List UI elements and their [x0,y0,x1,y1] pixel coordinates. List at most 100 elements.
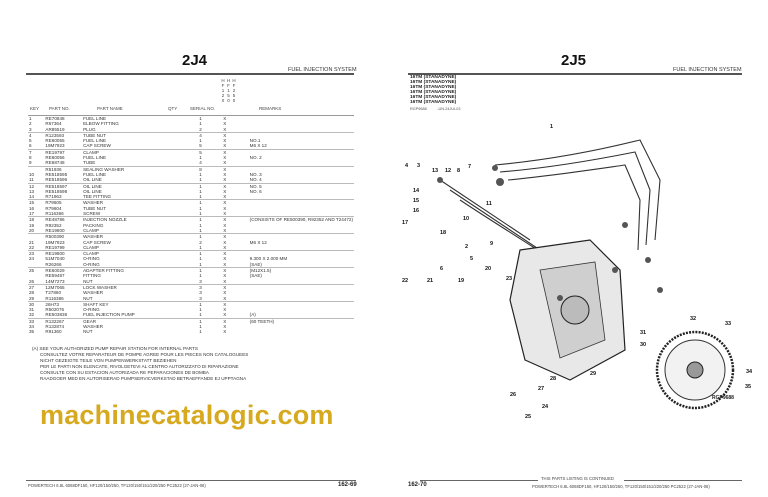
cell-key: 28 [29,290,35,296]
cell-key: 30 [28,300,45,308]
right-footer-text: POWERTECH 6.8L 6068DF150, HF120/150/250,… [532,484,710,489]
callout-25: 25 [525,414,531,420]
cell-remarks: NO. 4 [249,177,262,183]
cell-part-name: TEE FITTING [83,194,112,200]
cell-serial-x: X [223,261,227,267]
callout-2: 2 [465,244,468,250]
callout-1: 1 [550,124,553,130]
cell-key: 16 [29,205,35,211]
cell-serial-x: X [223,155,227,161]
cell-key: 35 [29,329,35,335]
injection-pump-body [509,239,626,381]
table-header-rule [28,115,354,116]
cell-serial-x: X [223,278,227,284]
cell-key [28,233,45,240]
callout-11: 11 [486,201,492,207]
cell-key: 32 [29,312,35,318]
footnote-line: RAADGOER MED EN AUTORISERAD PUMPSERVICVE… [40,376,247,381]
cell-part-name: ADAPTER FITTING [82,267,179,274]
cell-part-name: CLAMP [82,148,179,156]
cell-key: 23 [28,250,45,257]
callout-27: 27 [538,386,544,392]
cell-qty: 1 [199,312,202,318]
callout-22: 22 [402,278,408,284]
cell-key: 1 [29,116,32,121]
cell-remarks: NO. 2 [249,155,262,161]
cell-part-no: RE48786 [44,216,83,223]
cell-qty: 2 [199,126,202,132]
cell-part-name: SHAFT KEY [82,300,179,308]
cell-part-no: RE59487 [45,273,65,279]
callout-33: 33 [725,321,731,327]
callout-29: 29 [590,371,596,377]
cell-remarks [248,131,354,139]
cell-part-name: INJECTION NOZZLE [82,216,179,223]
right-footer-rule-left [420,480,538,481]
cell-key: 6 [29,143,32,149]
callout-5: 5 [470,256,473,262]
cell-qty: 3 [199,295,202,301]
cell-qty: 1 [178,182,223,189]
cell-part-no: 19M7923 [45,239,65,245]
cell-part-name: OIL LINE [83,177,102,183]
cell-serial-x: X [223,244,227,250]
cell-part-name: WASHER [82,233,179,240]
cell-key: 3 [29,126,32,132]
col-key: KEY [30,106,40,111]
cell-serial-x: X [222,317,249,324]
cell-key: 22 [29,244,35,250]
footnote-line: (A) SEE YOUR AUTHORIZED PUMP REPAIR STAT… [32,346,198,351]
cell-part-name: CLAMP [83,244,99,250]
cell-serial-x: X [223,160,227,166]
cell-qty: 2 [199,239,202,245]
cell-part-name: WASHER [83,290,104,296]
cell-key: 12 [28,182,45,189]
cell-remarks [249,329,354,334]
model-header: HF250 [232,78,236,103]
cell-qty: 1 [178,216,223,223]
cell-qty: 1 [199,138,202,144]
cell-part-no: 14M7273 [45,278,65,284]
cell-part-no: R116366 [45,211,64,217]
left-page-number: 162-69 [338,482,357,488]
cell-part-name: NUT [83,329,93,335]
cell-part-no: RE518597 [44,182,83,189]
cell-qty: 1 [199,171,202,177]
cell-part-no: T27860 [45,290,62,296]
col-qty: QTY [168,106,178,111]
cell-key: 21 [29,239,35,245]
cell-part-name: PLUG [83,126,96,132]
cell-remarks: (CONSISTS OF RE500390, R92352 AND T24472… [248,216,354,223]
cell-qty: 1 [199,329,202,335]
model-header: HF150 [226,78,231,103]
cell-serial-x: X [222,233,249,240]
cell-part-name: OIL LINE [82,182,179,189]
footnote-line: PER LE PARTI NON ELENCATE, RIVOLGETEVI A… [40,364,239,369]
col-serial: SERIAL NO. [190,106,216,111]
cell-part-name: NUT [83,295,93,301]
left-plate-number: 2J4 [182,52,208,69]
cell-part-name: TUBE [83,160,96,166]
callout-17: 17 [402,220,408,226]
callout-19: 19 [458,278,464,284]
right-section-title: FUEL INJECTION SYSTEM [673,67,742,73]
cell-part-name: CLAMP [82,250,179,257]
cell-serial-x: X [222,300,249,308]
cell-qty: 1 [199,188,202,194]
callout-21: 21 [427,278,433,284]
cell-serial-x: X [223,194,227,200]
cell-key: 24 [29,256,35,262]
cell-qty: 1 [199,194,202,200]
